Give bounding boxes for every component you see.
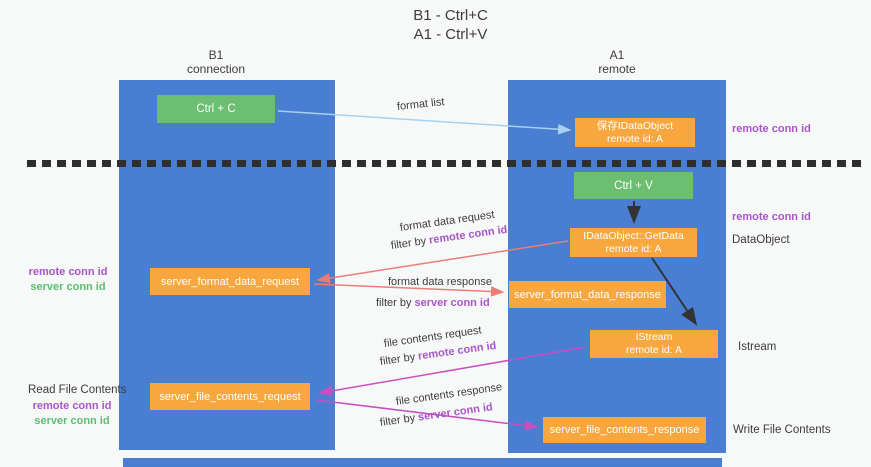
- dashed-divider: [27, 160, 862, 167]
- node-save-idataobject-line2: remote id: A: [606, 132, 664, 145]
- left-conn-id-group-2: remote conn id server conn id: [24, 399, 120, 429]
- node-ctrl-v-label: Ctrl + V: [614, 179, 653, 192]
- label-dataobject: DataObject: [732, 234, 790, 246]
- lane-a1-subtitle: remote: [598, 62, 636, 76]
- label-server-conn-id-left-1: server conn id: [30, 281, 106, 293]
- label-format-list: format list: [396, 96, 446, 113]
- filter-server-conn-id: server conn id: [414, 297, 490, 309]
- filter-prefix: filter by: [390, 234, 430, 252]
- label-write-file-contents: Write File Contents: [733, 424, 831, 436]
- title-line-1: B1 - Ctrl+C: [413, 7, 488, 24]
- label-format-data-response: format data response: [388, 276, 492, 288]
- filter-server-conn-id: server conn id: [417, 401, 494, 424]
- bottom-lane-strip: [123, 458, 722, 467]
- label-remote-conn-id-left-1: remote conn id: [28, 266, 108, 278]
- label-read-file-contents: Read File Contents: [28, 384, 127, 396]
- node-server-format-data-request: server_format_data_request: [150, 268, 310, 295]
- node-server-file-contents-request-label: server_file_contents_request: [159, 390, 301, 403]
- node-ctrl-c: Ctrl + C: [157, 95, 275, 123]
- label-remote-conn-id-left-2: remote conn id: [32, 400, 112, 412]
- node-istream: IStream remote id: A: [590, 330, 718, 358]
- lane-b1-subtitle: connection: [186, 62, 246, 76]
- node-idataobject-getdata: IDataObject::GetData remote id: A: [570, 228, 697, 257]
- lane-header-a1: A1 remote: [508, 48, 726, 76]
- node-getdata-line2: remote id: A: [605, 242, 662, 255]
- node-istream-line2: remote id: A: [625, 344, 683, 356]
- diagram-title: B1 - Ctrl+C A1 - Ctrl+V: [30, 6, 871, 44]
- node-server-format-data-request-label: server_format_data_request: [160, 275, 300, 288]
- node-ctrl-v: Ctrl + V: [574, 172, 693, 199]
- node-ctrl-c-label: Ctrl + C: [196, 103, 236, 115]
- label-remote-conn-id-right-2: remote conn id: [732, 211, 811, 223]
- lane-header-b1: B1 connection: [108, 48, 324, 76]
- filter-prefix: filter by: [376, 297, 415, 309]
- lane-b1-name: B1: [208, 48, 224, 62]
- node-save-idataobject-line1: 保存IDataObject: [596, 119, 674, 132]
- label-remote-conn-id-right-1: remote conn id: [732, 123, 811, 135]
- lane-a1-name: A1: [609, 48, 625, 62]
- label-filter-server-1: filter by server conn id: [376, 297, 490, 309]
- label-server-conn-id-left-2: server conn id: [34, 415, 110, 427]
- node-server-format-data-response-label: server_format_data_response: [514, 288, 661, 301]
- title-line-2: A1 - Ctrl+V: [413, 26, 488, 43]
- filter-prefix: filter by: [379, 350, 419, 368]
- label-istream: Istream: [738, 341, 777, 353]
- node-istream-line1: IStream: [635, 331, 673, 343]
- node-server-format-data-response: server_format_data_response: [509, 281, 666, 308]
- left-conn-id-group-1: remote conn id server conn id: [20, 265, 116, 295]
- node-server-file-contents-response-label: server_file_contents_response: [549, 424, 700, 436]
- node-server-file-contents-response: server_file_contents_response: [543, 417, 706, 443]
- filter-prefix: filter by: [379, 411, 419, 429]
- node-server-file-contents-request: server_file_contents_request: [150, 383, 310, 410]
- node-save-idataobject: 保存IDataObject remote id: A: [575, 118, 695, 147]
- node-getdata-line1: IDataObject::GetData: [583, 229, 684, 242]
